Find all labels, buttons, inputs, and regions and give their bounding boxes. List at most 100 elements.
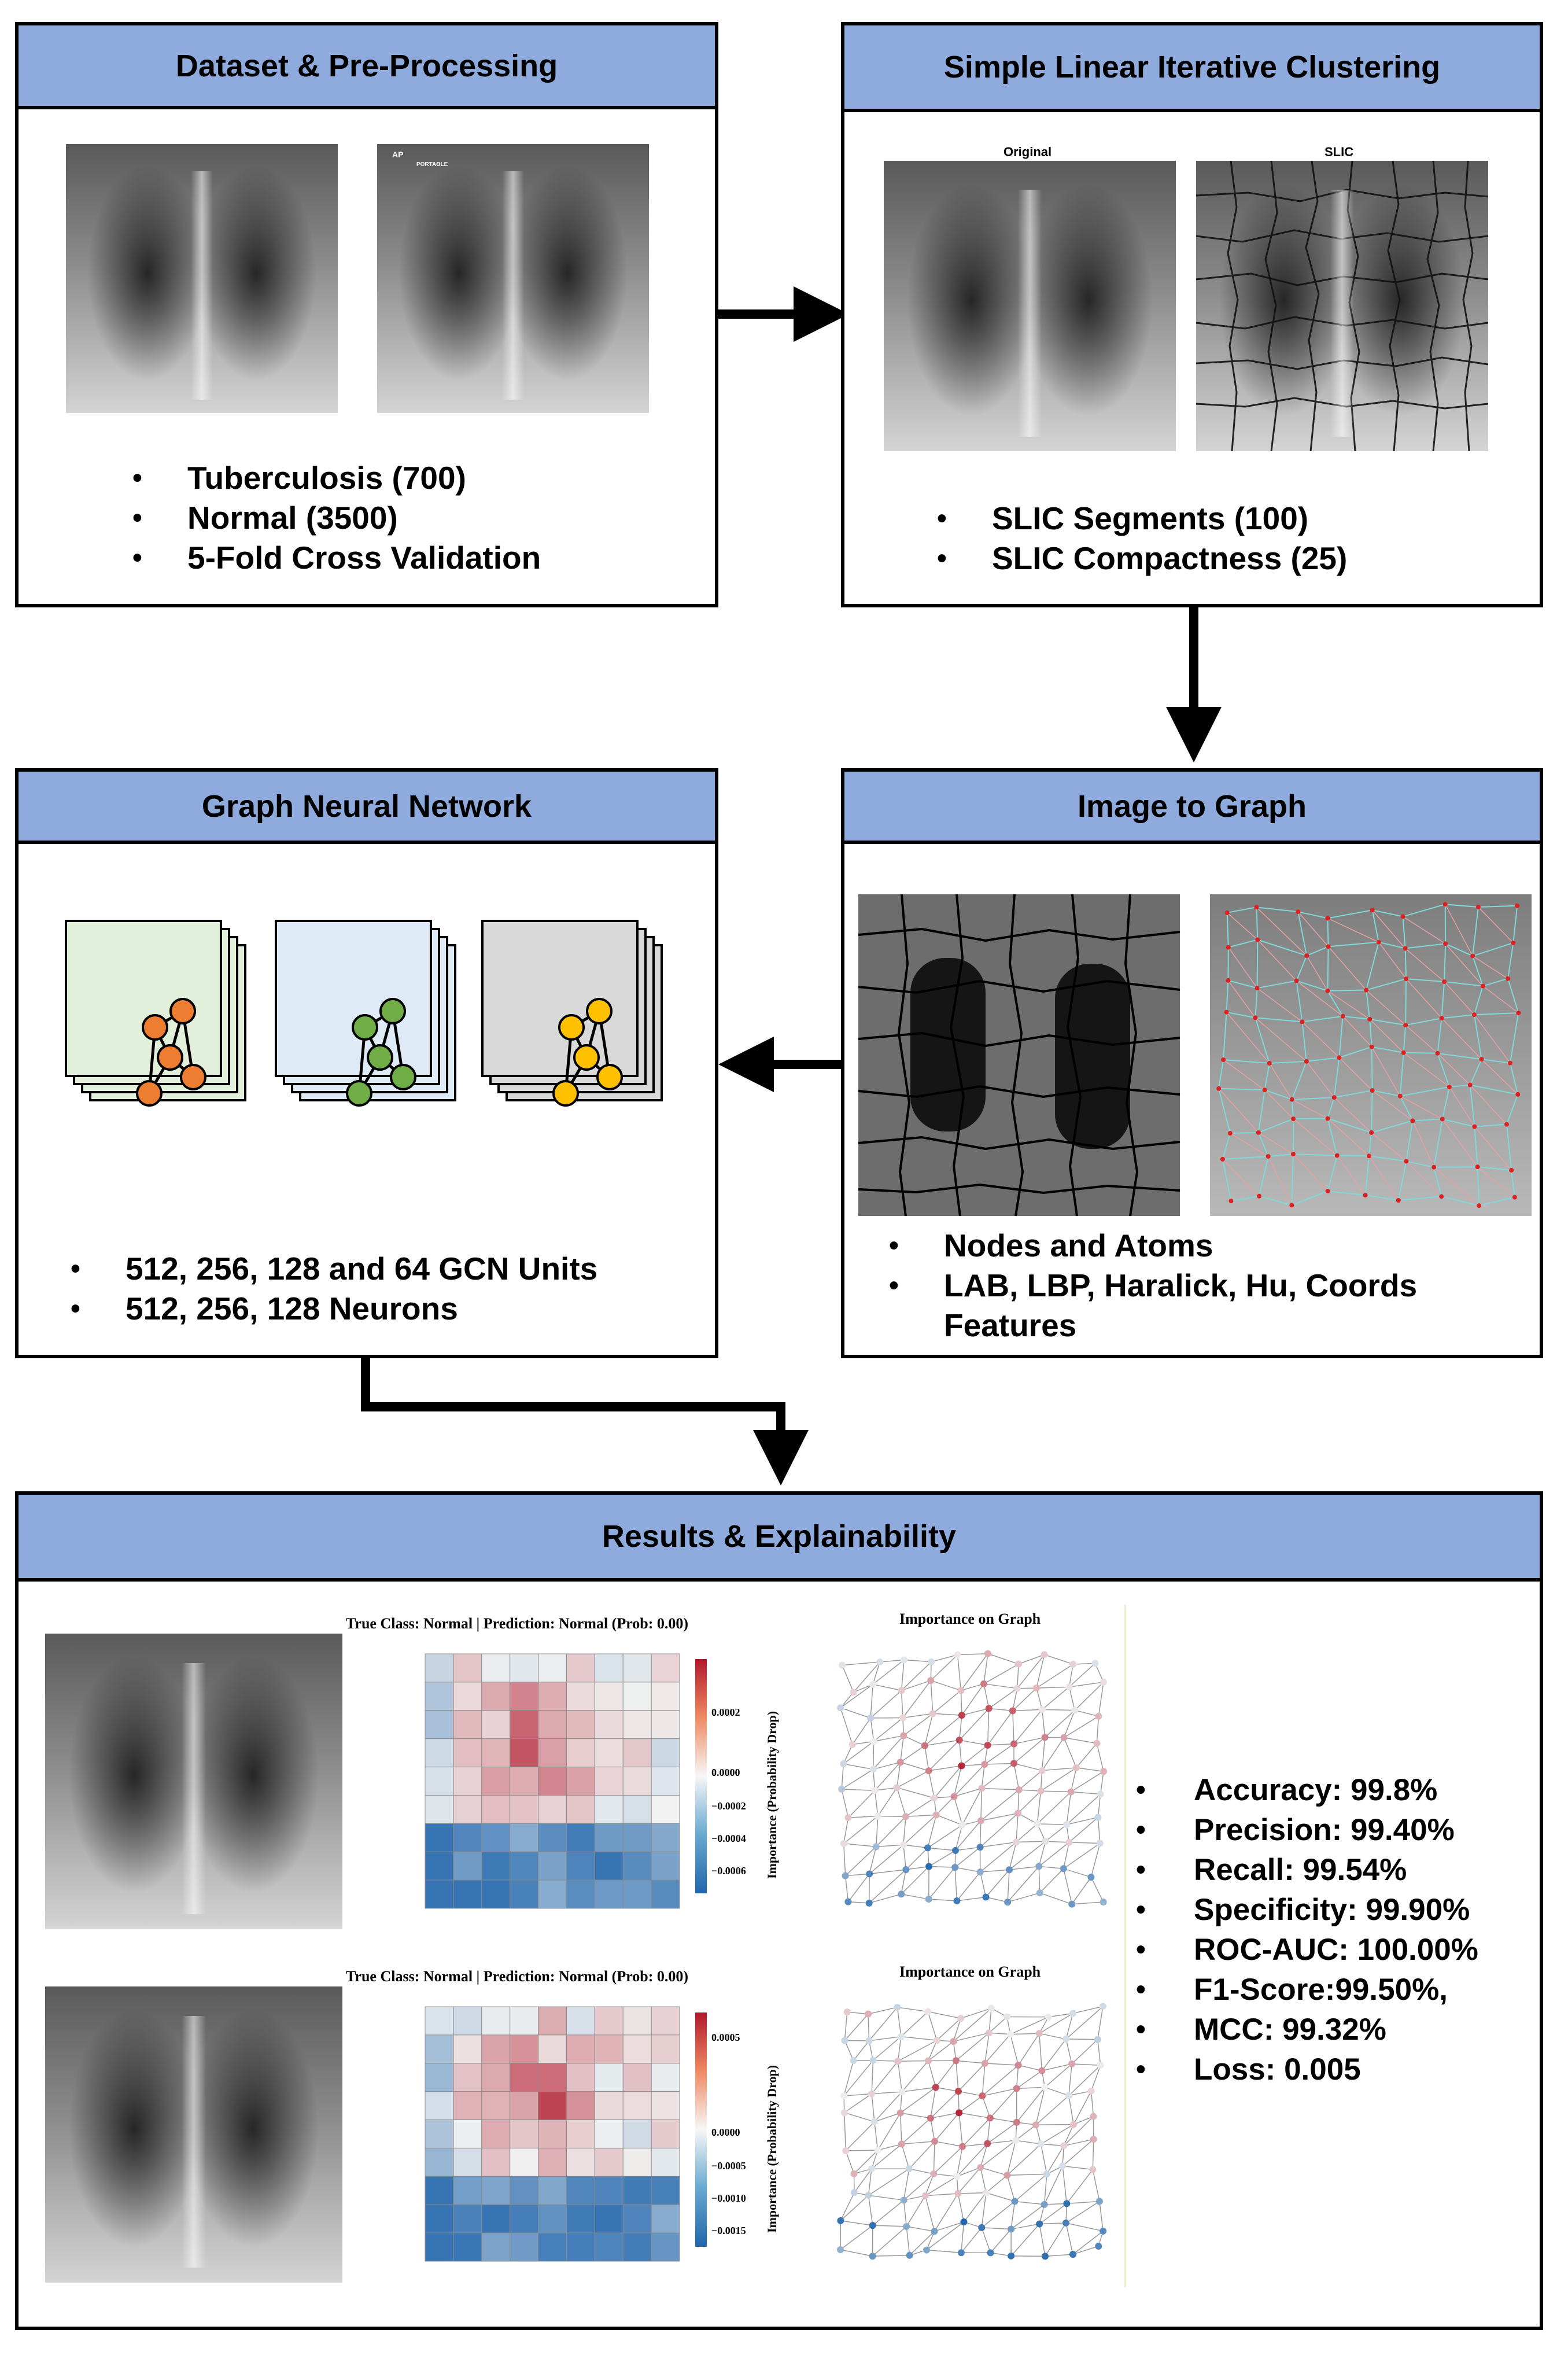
graph-node xyxy=(951,1846,959,1854)
heatmap-cell xyxy=(481,1682,511,1711)
heatmap-cell xyxy=(510,1767,539,1796)
heatmap-cell xyxy=(538,1738,567,1768)
heatmap-cell xyxy=(566,1879,595,1909)
result-xray-1 xyxy=(45,1634,342,1929)
heatmap-cell xyxy=(481,1738,511,1768)
region-node xyxy=(1334,1153,1340,1158)
list-item: •Tuberculosis (700) xyxy=(132,458,541,498)
graph-node xyxy=(898,1687,905,1694)
graph-node xyxy=(1014,1809,1022,1817)
graph-node xyxy=(1041,2200,1048,2208)
graph-node xyxy=(1041,1651,1048,1658)
graph-node xyxy=(865,2010,872,2018)
graph-node xyxy=(1065,2092,1072,2099)
region-node xyxy=(1367,1153,1372,1159)
heatmap-cell xyxy=(594,1879,623,1909)
graph-node xyxy=(866,1870,873,1878)
heatmap-title-2: True Class: Normal | Prediction: Normal … xyxy=(346,1968,689,1985)
region-node xyxy=(1403,946,1408,951)
colorbar-tick: −0.0004 xyxy=(711,1833,746,1844)
graph-node xyxy=(850,2170,858,2177)
graph-node xyxy=(954,1651,961,1658)
graph-node xyxy=(953,2173,961,2180)
graph-node xyxy=(865,2191,872,2199)
graph-node xyxy=(1087,2087,1095,2095)
heatmap-cell xyxy=(622,2232,652,2262)
graph-node xyxy=(955,1737,963,1744)
heatmap-cell xyxy=(481,2091,511,2121)
graph-node xyxy=(958,1762,965,1770)
graph-node xyxy=(180,1064,206,1090)
metric-item: •MCC: 99.32% xyxy=(1136,2010,1478,2050)
heatmap-cell xyxy=(481,2063,511,2092)
heatmap-cell xyxy=(622,2204,652,2233)
graph-node xyxy=(976,1844,984,1851)
region-node xyxy=(1364,987,1369,993)
region-node xyxy=(1471,1012,1477,1018)
heatmap-cell xyxy=(481,2147,511,2177)
colorbar-axis-label-1: Importance (Probability Drop) xyxy=(765,1711,779,1879)
heatmap-cell xyxy=(425,2091,454,2121)
region-node xyxy=(1304,953,1309,959)
region-node xyxy=(1220,1156,1225,1162)
graph-node xyxy=(850,2189,858,2196)
region-node xyxy=(1401,1050,1406,1055)
heatmap-cell xyxy=(622,1794,652,1824)
heatmap-cell xyxy=(566,2063,595,2092)
graph-node xyxy=(898,1890,905,1898)
heatmap-cell xyxy=(566,2034,595,2064)
bullet-dot: • xyxy=(132,463,142,493)
region-node xyxy=(1475,1164,1480,1170)
graph-node xyxy=(977,2163,984,2171)
graph-node xyxy=(842,2147,850,2154)
graph-node xyxy=(390,1064,416,1090)
graph-node xyxy=(954,2190,962,2198)
heatmap-cell xyxy=(651,1767,680,1796)
heatmap-cell xyxy=(510,1851,539,1881)
heatmap-cell xyxy=(481,1767,511,1796)
slic-original-image xyxy=(884,161,1176,451)
heatmap-cell xyxy=(566,2147,595,2177)
region-node xyxy=(1290,1152,1296,1157)
graph-node xyxy=(868,2165,875,2173)
graph-node xyxy=(1006,1866,1013,1874)
region-node xyxy=(1511,940,1516,945)
region-node xyxy=(1325,1189,1330,1194)
heatmap-cell xyxy=(453,1767,482,1796)
heatmap-cell xyxy=(481,2176,511,2205)
graph-node xyxy=(1090,2113,1097,2120)
graph-node xyxy=(933,2037,940,2044)
image-tag-ap: AP xyxy=(392,150,404,159)
list-item: •SLIC Compactness (25) xyxy=(937,539,1347,578)
results-panel-title: Results & Explainability xyxy=(19,1495,1540,1582)
graph-node xyxy=(927,1677,935,1685)
graph-node xyxy=(1003,2172,1011,2179)
graph-node xyxy=(1041,2084,1049,2091)
heatmap-cell xyxy=(566,1682,595,1711)
heatmap-cell xyxy=(453,2091,482,2121)
region-graph-overlay xyxy=(1216,902,1521,1208)
region-node xyxy=(1256,1130,1261,1135)
region-node xyxy=(1516,1010,1521,1015)
metric-item: •F1-Score:99.50%, xyxy=(1136,1970,1478,2010)
graph-node xyxy=(1010,1740,1018,1748)
graph-node xyxy=(931,2137,938,2145)
graph-node xyxy=(136,1080,163,1107)
heatmap-title-1: True Class: Normal | Prediction: Normal … xyxy=(346,1615,689,1632)
heatmap-cell xyxy=(651,1682,680,1711)
heatmap-cell xyxy=(510,2120,539,2148)
heatmap-cell xyxy=(538,2091,567,2121)
region-node xyxy=(1369,1044,1374,1049)
heatmap-cell xyxy=(538,1767,567,1796)
graph-node xyxy=(950,1793,958,1800)
graph-node xyxy=(142,1014,168,1041)
heatmap-cell xyxy=(651,1823,680,1852)
region-node xyxy=(1216,1086,1222,1091)
graph-node xyxy=(874,1812,881,1820)
graph-node xyxy=(869,1765,877,1773)
heatmap-cell xyxy=(453,2006,482,2036)
colorbar-tick: −0.0010 xyxy=(711,2192,746,2204)
graph-node xyxy=(900,1732,907,1739)
graph-node xyxy=(869,2222,876,2229)
